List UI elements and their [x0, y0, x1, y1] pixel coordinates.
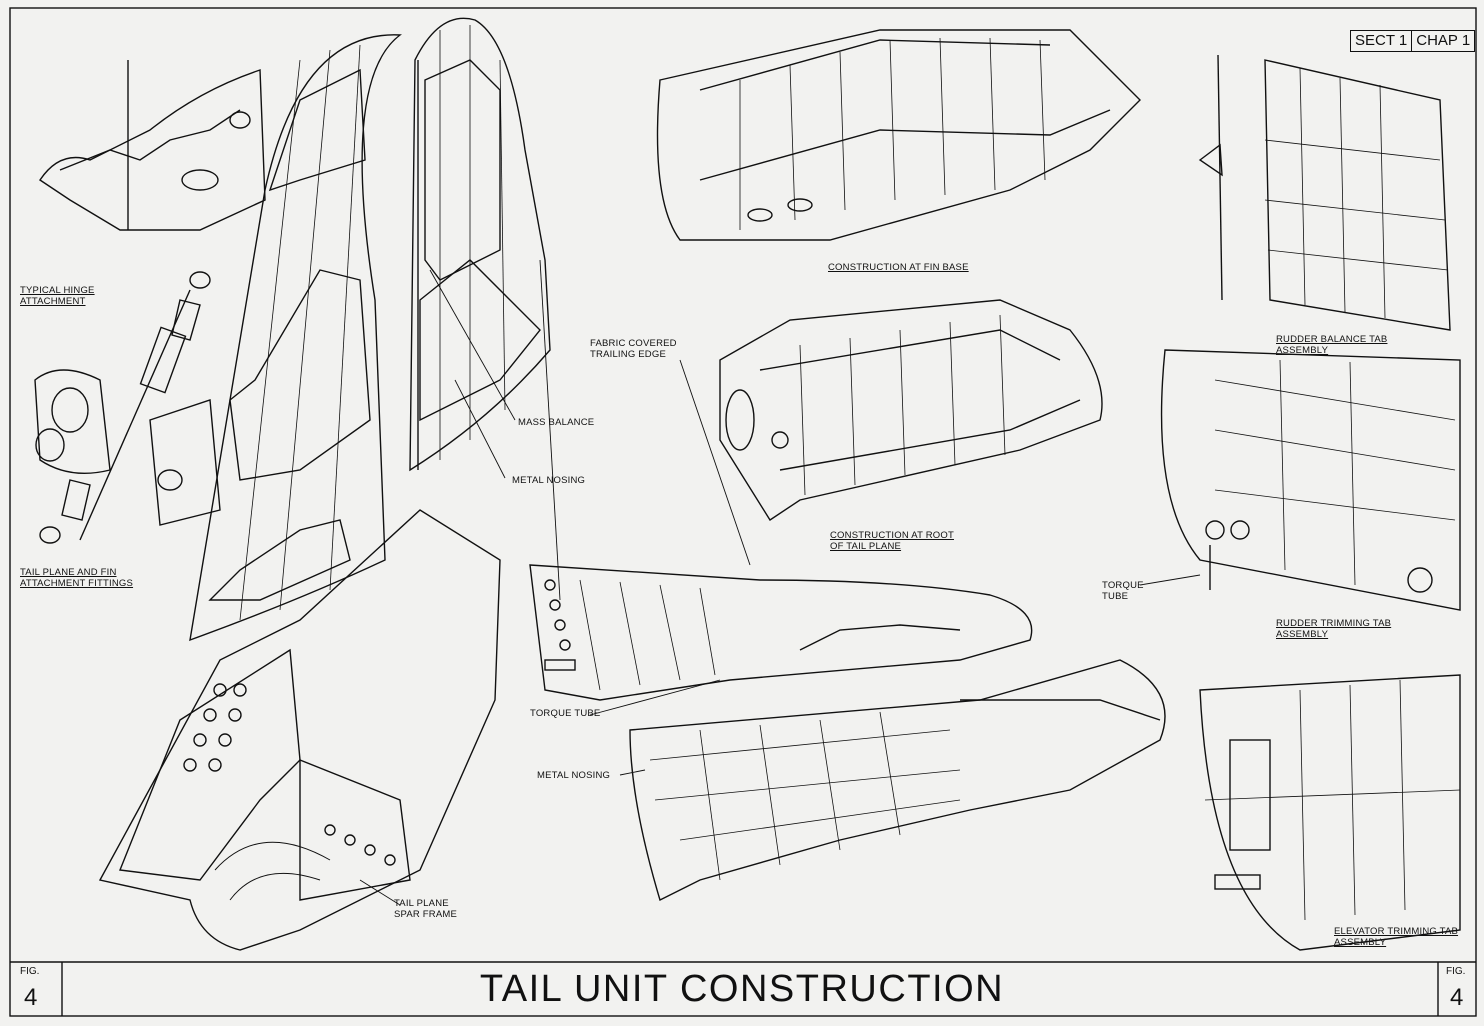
label-spar-line2: SPAR FRAME — [394, 909, 458, 920]
hinge-attachment-sketch — [39, 60, 266, 231]
label-rudder-balance-tab: RUDDER BALANCE TAB ASSEMBLY — [1276, 334, 1387, 356]
label-torque-right-line2: TUBE — [1102, 591, 1129, 602]
elevator-trimming-tab-sketch — [1199, 674, 1461, 951]
elevator-sketch — [529, 564, 1033, 701]
label-elevator-trimming-line2: ASSEMBLY — [1334, 937, 1387, 948]
rudder-sketch — [409, 17, 551, 472]
label-spar-line1: TAIL PLANE — [394, 898, 449, 909]
fin-sketch — [189, 34, 402, 642]
rudder-trimming-tab-sketch — [1160, 349, 1461, 611]
tailplane-root-construction-sketch — [719, 299, 1103, 521]
label-root-line2: OF TAIL PLANE — [830, 541, 902, 552]
label-torque-right-line1: TORQUE — [1102, 580, 1144, 591]
label-root-line1: CONSTRUCTION AT ROOT — [830, 530, 954, 541]
rudder-balance-tab-sketch — [1198, 54, 1451, 331]
fig-word-right: FIG. — [1446, 966, 1466, 977]
fig-number-right: 4 — [1450, 984, 1464, 1011]
label-elevator-trimming-tab: ELEVATOR TRIMMING TAB ASSEMBLY — [1334, 926, 1458, 948]
label-fabric-line1: FABRIC COVERED — [590, 338, 677, 349]
label-spar-frame: TAIL PLANE SPAR FRAME — [394, 898, 457, 920]
fin-base-construction-sketch — [656, 29, 1141, 241]
spar-frame-sketch — [98, 509, 501, 951]
label-mass-balance: MASS BALANCE — [518, 417, 595, 428]
section-label: SECT 1 — [1351, 31, 1413, 51]
leader-lines — [359, 259, 1201, 906]
fig-number-left: 4 — [24, 984, 38, 1011]
fig-word-left: FIG. — [20, 966, 40, 977]
label-torque-tube-center: TORQUE TUBE — [530, 708, 601, 719]
section-chapter-box: SECT 1 CHAP 1 — [1350, 30, 1476, 52]
label-rudder-balance-line1: RUDDER BALANCE TAB — [1276, 334, 1388, 345]
label-fin-base: CONSTRUCTION AT FIN BASE — [828, 262, 969, 273]
page-title: TAIL UNIT CONSTRUCTION — [479, 968, 1005, 1010]
label-tailplane-root: CONSTRUCTION AT ROOT OF TAIL PLANE — [830, 530, 954, 552]
label-fabric-line2: TRAILING EDGE — [590, 349, 666, 360]
label-hinge-line2: ATTACHMENT — [20, 296, 86, 307]
label-fabric-trailing-edge: FABRIC COVERED TRAILING EDGE — [590, 338, 677, 360]
tailplane-sketch — [629, 659, 1166, 901]
label-rudder-trimming-line2: ASSEMBLY — [1276, 629, 1329, 640]
label-rudder-balance-line2: ASSEMBLY — [1276, 345, 1329, 356]
label-attachment-fittings: TAIL PLANE AND FIN ATTACHMENT FITTINGS — [20, 567, 133, 589]
label-elevator-trimming-line1: ELEVATOR TRIMMING TAB — [1334, 926, 1459, 937]
label-fittings-line2: ATTACHMENT FITTINGS — [20, 578, 134, 589]
label-hinge-attachment: TYPICAL HINGE ATTACHMENT — [20, 285, 95, 307]
label-rudder-trimming-line1: RUDDER TRIMMING TAB — [1276, 618, 1392, 629]
label-rudder-trimming-tab: RUDDER TRIMMING TAB ASSEMBLY — [1276, 618, 1391, 640]
label-torque-tube-right: TORQUE TUBE — [1102, 580, 1144, 602]
chapter-label: CHAP 1 — [1416, 32, 1471, 49]
attachment-fittings-sketch — [34, 271, 221, 544]
label-fittings-line1: TAIL PLANE AND FIN — [20, 567, 117, 578]
label-metal-nosing-elevator: METAL NOSING — [537, 770, 611, 781]
label-hinge-line1: TYPICAL HINGE — [20, 285, 95, 296]
sheet-frame — [9, 7, 1477, 1017]
label-metal-nosing-fin: METAL NOSING — [512, 475, 586, 486]
